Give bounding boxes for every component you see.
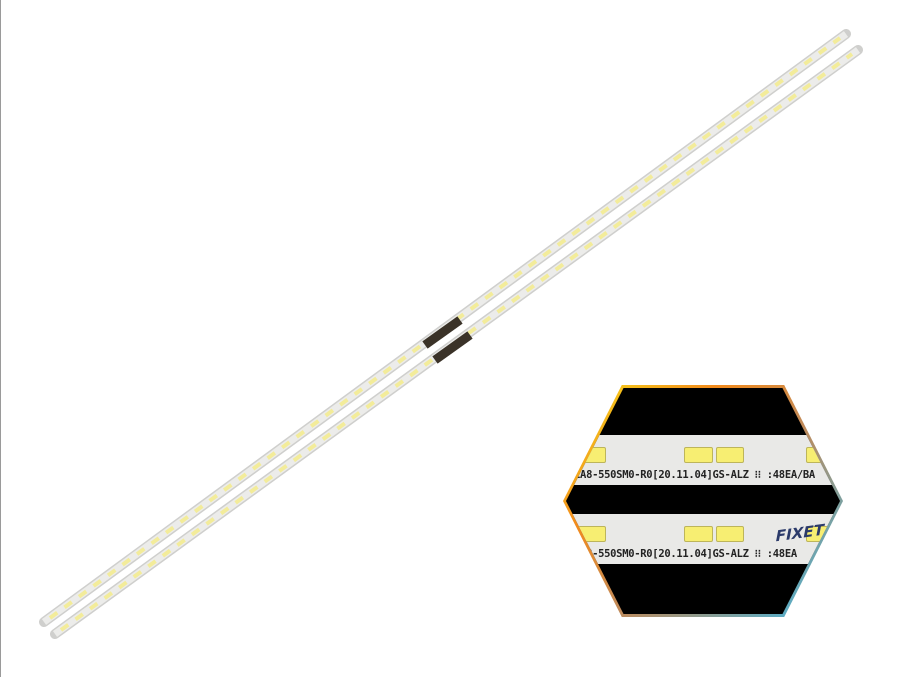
image-edge — [0, 0, 1, 677]
strip-part-code: S1A8-550SM0-R0[20.11.04]GS-ALZ ⁝⁝ :48EA/… — [568, 469, 815, 481]
inset-strip-top: S1A8-550SM0-R0[20.11.04]GS-ALZ ⁝⁝ :48EA/… — [566, 435, 840, 485]
strip-part-code: S1A8-550SM0-R0[20.11.04]GS-ALZ ⁝⁝ :48EA — [568, 548, 797, 560]
inset-strip-bottom: FIXET S1A8-550SM0-R0[20.11.04]GS-ALZ ⁝⁝ … — [566, 514, 840, 564]
strip-connector — [422, 316, 473, 364]
zoom-inset-hexagon: S1A8-550SM0-R0[20.11.04]GS-ALZ ⁝⁝ :48EA/… — [563, 385, 843, 617]
